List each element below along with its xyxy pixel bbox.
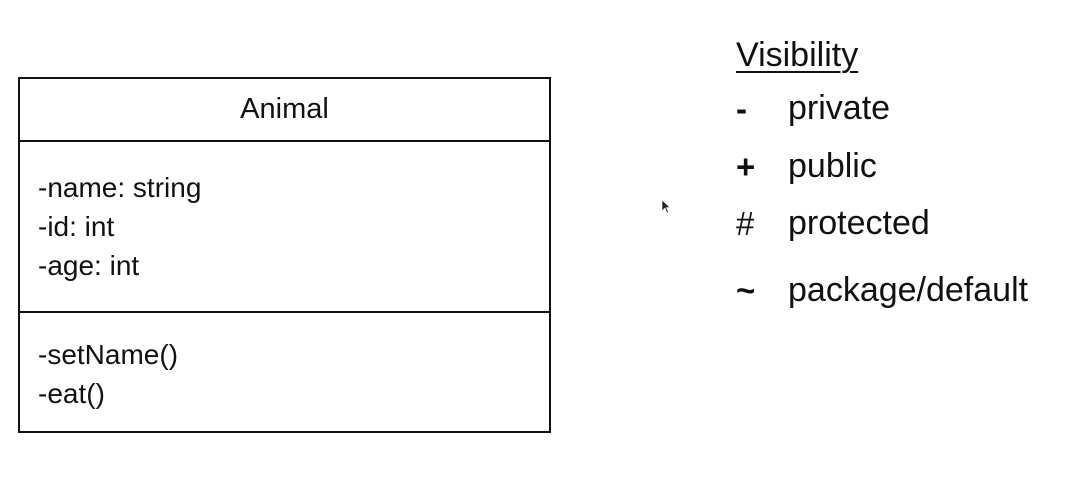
legend-label-package: package/default bbox=[788, 271, 1029, 309]
attribute-id: -id: int bbox=[38, 211, 115, 242]
legend-label-protected: protected bbox=[788, 204, 930, 242]
method-setname: -setName() bbox=[38, 339, 179, 370]
legend-item-protected: # protected bbox=[736, 204, 930, 243]
legend-title: Visibility bbox=[736, 36, 859, 74]
legend-label-private: private bbox=[788, 89, 891, 127]
legend-item-private: - private bbox=[736, 89, 890, 128]
legend-item-public: + public bbox=[736, 147, 877, 186]
legend-label-public: public bbox=[788, 147, 877, 185]
method-eat: -eat() bbox=[38, 378, 105, 409]
legend-symbol-package: ~ bbox=[736, 271, 756, 309]
attributes-compartment: -name: string -id: int -age: int bbox=[20, 142, 549, 313]
legend-item-package: ~ package/default bbox=[736, 271, 1028, 310]
legend-symbol-protected: # bbox=[736, 204, 755, 242]
attribute-age: -age: int bbox=[38, 250, 140, 281]
visibility-legend: Visibility - private + public # protecte… bbox=[736, 34, 1076, 309]
legend-symbol-public: + bbox=[736, 147, 756, 185]
methods-compartment: -setName() -eat() bbox=[20, 313, 549, 431]
legend-symbol-private: - bbox=[736, 89, 747, 127]
mouse-cursor-icon bbox=[662, 200, 670, 214]
uml-class-box: Animal -name: string -id: int -age: int … bbox=[18, 77, 551, 433]
attribute-name: -name: string bbox=[38, 172, 202, 203]
class-name: Animal bbox=[20, 79, 549, 142]
